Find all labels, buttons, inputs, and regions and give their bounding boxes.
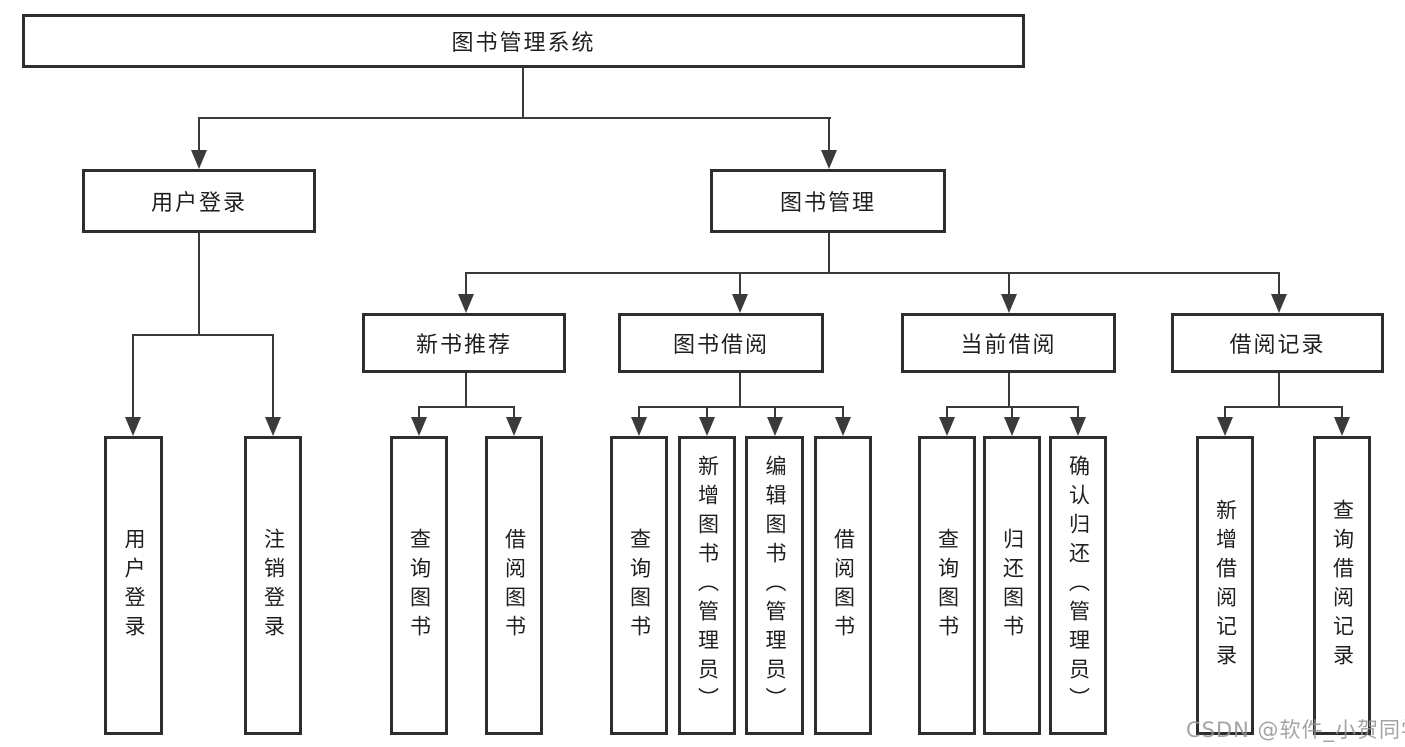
leaf-logout: 注销登录 bbox=[244, 436, 302, 735]
connector-arrow-down bbox=[939, 417, 955, 436]
csdn-watermark: CSDN @软件_小贺同学 bbox=[1186, 718, 1405, 742]
connector-line bbox=[1224, 406, 1226, 420]
node-book-management: 图书管理 bbox=[710, 169, 946, 233]
connector-arrow-down bbox=[1001, 294, 1017, 313]
connector-arrow-down bbox=[125, 417, 141, 436]
connector-line bbox=[522, 68, 524, 119]
connector-line bbox=[739, 373, 741, 408]
connector-arrow-down bbox=[835, 417, 851, 436]
leaf-query-book-current: 查询图书 bbox=[918, 436, 976, 735]
node-borrow-records: 借阅记录 bbox=[1171, 313, 1384, 373]
connector-line bbox=[1278, 272, 1280, 296]
connector-line bbox=[1224, 406, 1343, 408]
node-new-book-recommend: 新书推荐 bbox=[362, 313, 566, 373]
connector-line bbox=[1278, 373, 1280, 408]
node-current-borrow: 当前借阅 bbox=[901, 313, 1116, 373]
connector-line bbox=[132, 334, 134, 422]
connector-arrow-down bbox=[411, 417, 427, 436]
leaf-borrow-book: 借阅图书 bbox=[814, 436, 872, 735]
leaf-confirm-return-admin: 确认归还（管理员） bbox=[1049, 436, 1107, 735]
connector-arrow-down bbox=[1070, 417, 1086, 436]
connector-arrow-down bbox=[506, 417, 522, 436]
connector-line bbox=[638, 406, 844, 408]
connector-arrow-down bbox=[191, 150, 207, 169]
connector-line bbox=[418, 406, 420, 420]
connector-line bbox=[706, 406, 708, 420]
connector-arrow-down bbox=[1217, 417, 1233, 436]
connector-line bbox=[1341, 406, 1343, 420]
leaf-query-book-current-label: 查询图书 bbox=[935, 527, 960, 644]
node-book-borrow: 图书借阅 bbox=[618, 313, 824, 373]
connector-line bbox=[842, 406, 844, 420]
connector-line bbox=[774, 406, 776, 420]
connector-line bbox=[418, 406, 515, 408]
leaf-return-book-label: 归还图书 bbox=[1000, 527, 1025, 644]
connector-line bbox=[638, 406, 640, 420]
leaf-query-book-borrow-label: 查询图书 bbox=[627, 527, 652, 644]
connector-line bbox=[1077, 406, 1079, 420]
node-user-login-label: 用户登录 bbox=[150, 191, 247, 216]
connector-line bbox=[946, 406, 948, 420]
leaf-add-borrow-record-label: 新增借阅记录 bbox=[1213, 498, 1238, 673]
connector-line bbox=[828, 233, 830, 274]
leaf-confirm-return-admin-label: 确认归还（管理员） bbox=[1066, 455, 1091, 716]
leaf-query-borrow-record: 查询借阅记录 bbox=[1313, 436, 1371, 735]
node-root: 图书管理系统 bbox=[22, 14, 1025, 68]
connector-line bbox=[465, 272, 1280, 274]
node-current-borrow-label: 当前借阅 bbox=[960, 333, 1057, 358]
leaf-user-login-label: 用户登录 bbox=[122, 527, 146, 644]
connector-line bbox=[513, 406, 515, 420]
leaf-edit-book-admin: 编辑图书（管理员） bbox=[745, 436, 804, 735]
connector-line bbox=[465, 373, 467, 408]
node-user-login: 用户登录 bbox=[82, 169, 316, 233]
connector-line bbox=[132, 334, 274, 336]
leaf-add-book-admin-label: 新增图书（管理员） bbox=[695, 455, 720, 716]
leaf-add-book-admin: 新增图书（管理员） bbox=[678, 436, 736, 735]
connector-arrow-down bbox=[1271, 294, 1287, 313]
connector-arrow-down bbox=[458, 294, 474, 313]
connector-arrow-down bbox=[265, 417, 281, 436]
leaf-query-book-borrow: 查询图书 bbox=[610, 436, 668, 735]
connector-line bbox=[272, 334, 274, 422]
node-root-label: 图书管理系统 bbox=[451, 31, 596, 56]
leaf-query-borrow-record-label: 查询借阅记录 bbox=[1330, 498, 1355, 673]
connector-arrow-down bbox=[631, 417, 647, 436]
connector-arrow-down bbox=[1004, 417, 1020, 436]
connector-arrow-down bbox=[821, 150, 837, 169]
leaf-return-book: 归还图书 bbox=[983, 436, 1041, 735]
connector-line bbox=[198, 117, 831, 119]
connector-arrow-down bbox=[699, 417, 715, 436]
connector-arrow-down bbox=[1334, 417, 1350, 436]
leaf-borrow-book-recommend-label: 借阅图书 bbox=[502, 527, 527, 644]
leaf-logout-label: 注销登录 bbox=[261, 527, 286, 644]
leaf-query-book-recommend-label: 查询图书 bbox=[407, 527, 432, 644]
leaf-borrow-book-label: 借阅图书 bbox=[831, 527, 856, 644]
connector-line bbox=[828, 117, 830, 153]
leaf-user-login: 用户登录 bbox=[104, 436, 163, 735]
connector-line bbox=[739, 272, 741, 296]
node-book-management-label: 图书管理 bbox=[779, 191, 876, 216]
connector-line bbox=[198, 233, 200, 336]
leaf-query-book-recommend: 查询图书 bbox=[390, 436, 448, 735]
leaf-add-borrow-record: 新增借阅记录 bbox=[1196, 436, 1254, 735]
node-borrow-records-label: 借阅记录 bbox=[1229, 333, 1326, 358]
node-book-borrow-label: 图书借阅 bbox=[672, 333, 769, 358]
connector-line bbox=[198, 117, 200, 153]
node-new-book-recommend-label: 新书推荐 bbox=[415, 333, 512, 358]
connector-arrow-down bbox=[767, 417, 783, 436]
connector-line bbox=[1008, 272, 1010, 296]
connector-arrow-down bbox=[732, 294, 748, 313]
leaf-borrow-book-recommend: 借阅图书 bbox=[485, 436, 543, 735]
connector-line bbox=[1011, 406, 1013, 420]
connector-line bbox=[1008, 373, 1010, 408]
connector-line bbox=[465, 272, 467, 296]
leaf-edit-book-admin-label: 编辑图书（管理员） bbox=[763, 455, 787, 716]
